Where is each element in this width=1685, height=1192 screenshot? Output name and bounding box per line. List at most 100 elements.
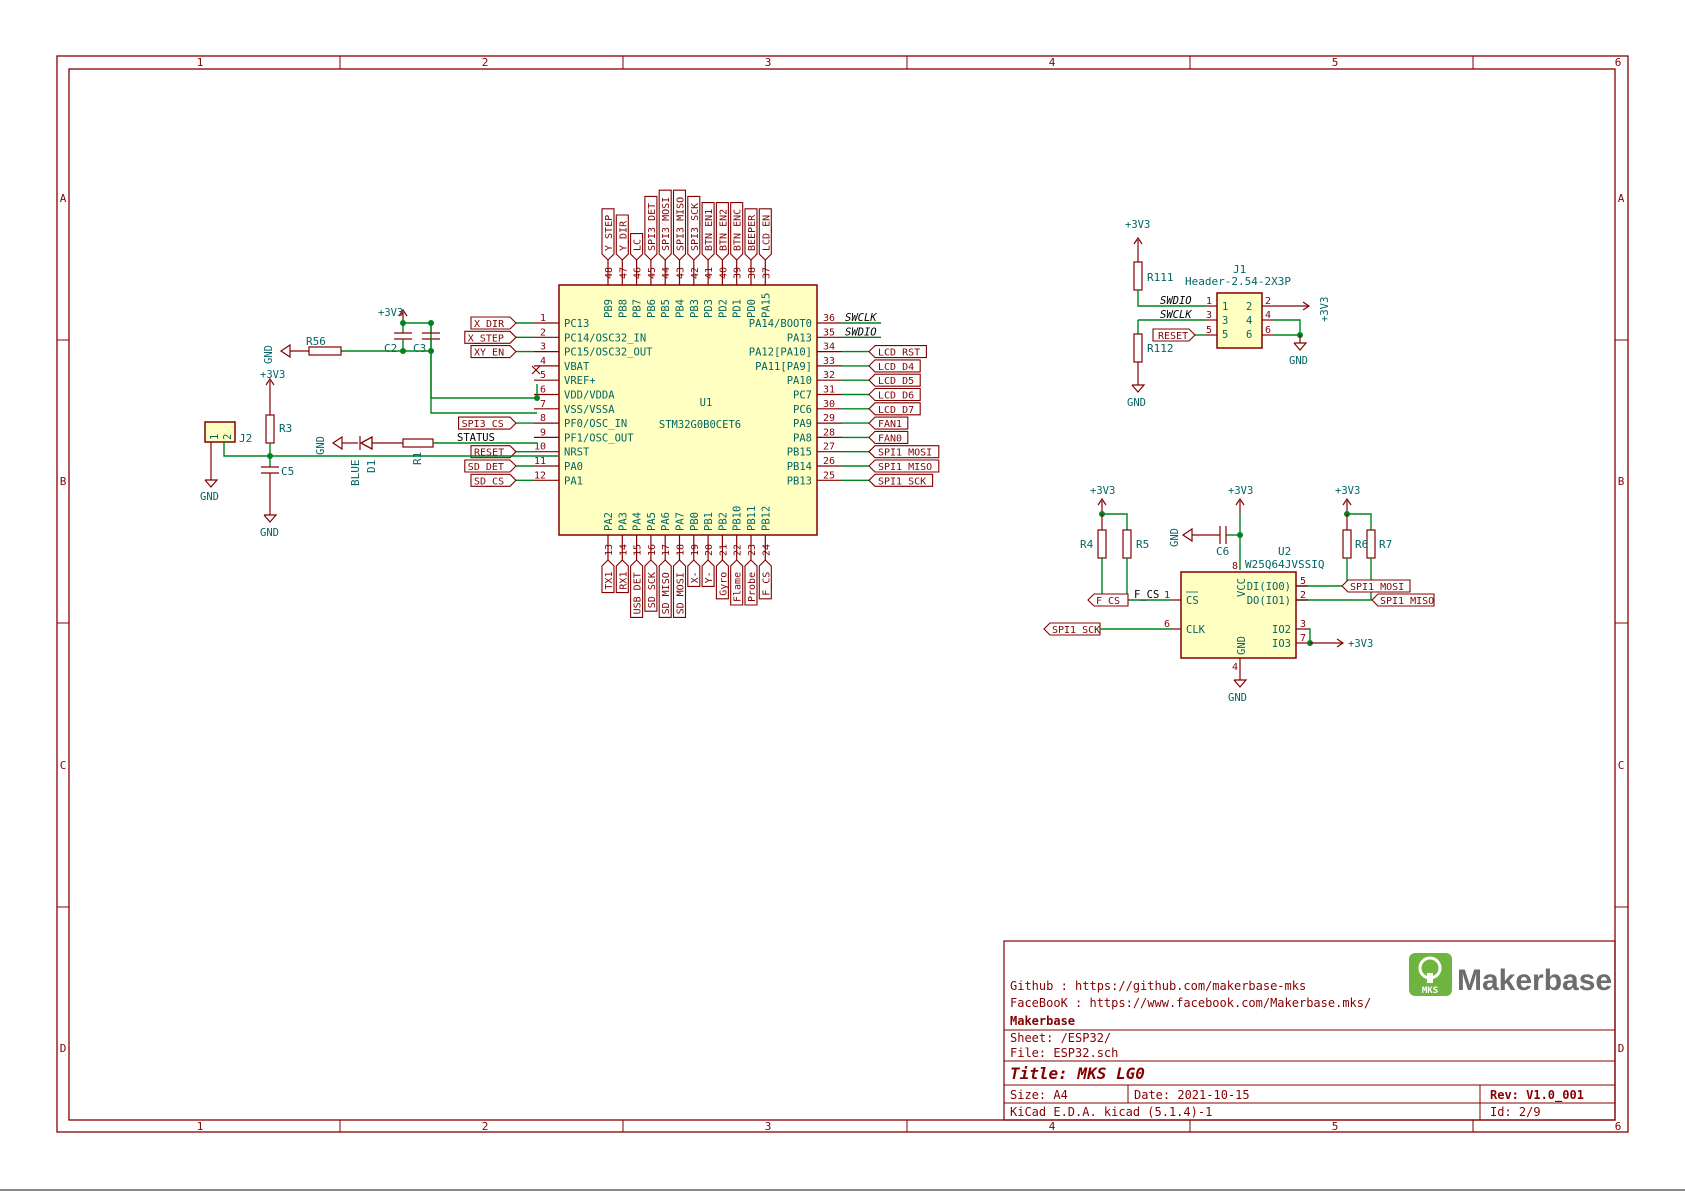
flash-pin-cs: CS: [1186, 595, 1199, 607]
power-3v3-label: +3V3: [260, 369, 285, 381]
mcu-net-label: [470, 316, 517, 330]
mcu-net-text: SPI3_MOSI: [661, 197, 672, 251]
mcu-pin-num: 24: [761, 544, 772, 556]
mcu-net-label: [615, 559, 629, 594]
header-net: RESET: [1158, 331, 1188, 342]
mcu-net-label: [868, 359, 921, 373]
tb-github: Github : https://github.com/makerbase-mk…: [1010, 979, 1306, 993]
mcu-pin-name: PC6: [793, 404, 812, 416]
mcu-pin-name: PA0: [564, 461, 583, 473]
mcu-net-label: [868, 387, 921, 402]
mcu-pin-num: 19: [690, 544, 701, 556]
mcu-pin-num: 5: [540, 370, 546, 381]
mcu-pin-name: PD0: [746, 299, 758, 318]
header-body: [1216, 292, 1263, 349]
mcu-pin-num: 39: [733, 267, 744, 279]
mcu-pin-name: PA1: [564, 475, 583, 487]
mcu-pin-num: 12: [534, 470, 546, 481]
mcu-pin-num: 41: [704, 267, 715, 279]
header-pin-num: 2: [1265, 296, 1271, 307]
mcu-value: STM32G0B0CET6: [659, 419, 741, 431]
mcu-net-label: [601, 559, 615, 594]
mcu-pin-num: 2: [540, 327, 546, 338]
mcu-net-text: SPI1_MISO: [878, 462, 932, 473]
mcu-net-label: [701, 202, 715, 261]
power-3v3-label: +3V3: [1335, 485, 1360, 497]
mcu-pin-name: PB13: [787, 475, 812, 487]
no-connect-mark: [531, 365, 541, 375]
mcu-pin-num: 17: [661, 544, 672, 556]
mcu-net-label: [868, 345, 927, 359]
mcu-net-text: Y_STEP: [604, 215, 615, 251]
mcu-net-text: SD_MISO: [661, 572, 672, 614]
mcu-pin-num: 29: [823, 413, 835, 424]
mcu-net-label: [715, 202, 729, 261]
mcu-pin-name: PF1/OSC_OUT: [564, 432, 634, 444]
flash-pin-vcc: VCC: [1236, 578, 1248, 597]
row-label-left: D: [60, 1042, 67, 1055]
mcu-pin-num: 20: [704, 544, 715, 556]
mcu-net-text: FAN0: [878, 433, 902, 444]
mcu-pin-num: 22: [733, 544, 744, 556]
mcu-pin-name: VDD/VDDA: [564, 390, 615, 402]
mcu-net-label: [672, 189, 687, 261]
mcu-net-text: LCD_EN: [761, 215, 772, 251]
mcu-pin-num: 15: [633, 544, 644, 556]
mcu-pin-name: PB2: [717, 512, 729, 531]
flash-pin-num: 6: [1164, 619, 1170, 630]
mcu-net-label: [868, 416, 909, 430]
flash-pin-num: 8: [1232, 561, 1238, 572]
mcu-pin-num: 23: [747, 544, 758, 556]
mcu-pin-name: PB9: [603, 299, 615, 318]
mcu-pin-name: PA5: [646, 512, 658, 531]
ref-d1: D1: [365, 460, 378, 473]
flash-pin-io3: IO3: [1272, 638, 1291, 650]
flash-net-cs: F_CS: [1096, 596, 1120, 607]
mcu-net-text: LCD_D6: [878, 391, 914, 402]
mcu-pin-name: PB0: [689, 512, 701, 531]
mcu-pin-num: 13: [604, 544, 615, 556]
title-block: Github : https://github.com/makerbase-mk…: [1003, 940, 1616, 1121]
header-pin-name: 6: [1246, 329, 1252, 341]
flash-pin-num: 7: [1300, 633, 1306, 644]
mcu-pin-num: 30: [823, 399, 835, 410]
mcu-pin-name: NRST: [564, 447, 590, 459]
mcu-pin-num: 44: [661, 267, 672, 279]
mcu-net-label: [758, 208, 772, 261]
mcu-pin-num: 7: [540, 399, 546, 410]
ref-r111: R111: [1147, 271, 1174, 284]
ref-r4: R4: [1080, 538, 1094, 551]
global-label: [1087, 593, 1129, 607]
mcu-net-text: X-: [690, 571, 701, 583]
row-label-left: C: [60, 759, 67, 772]
mcu-net-text: SPI1_SCK: [878, 476, 926, 487]
mcu-pin-num: 25: [823, 470, 835, 481]
mcu-net-label: [701, 559, 715, 587]
mcu-net-text: SPI3_MISO: [676, 197, 687, 251]
j2-pin-2: 2: [222, 434, 234, 440]
ref-j2: J2: [239, 432, 252, 445]
mcu-net-label: [868, 402, 921, 416]
row-label-left: B: [60, 475, 67, 488]
makerbase-logo: MKS Makerbase: [1409, 953, 1612, 997]
mcu-pin-num: 10: [534, 442, 546, 453]
header-pin-name: 3: [1222, 315, 1228, 327]
mcu-net-text: LCD_D7: [878, 405, 914, 416]
mcu-pin-name: PA11[PA9]: [755, 361, 812, 373]
header-pin-num: 5: [1206, 325, 1212, 336]
ref-r3: R3: [279, 422, 292, 435]
logo-badge: MKS: [1422, 986, 1438, 996]
power-3v3-label: +3V3: [1228, 485, 1253, 497]
gnd-label: GND: [200, 491, 219, 503]
mcu-net-text: BTN_EN2: [718, 209, 729, 251]
decoupling-circuit: +3V3 C2 C3 R56 GND: [263, 307, 540, 414]
mcu-pin-name: PA13: [787, 332, 812, 344]
mcu-pin-name: PA7: [675, 512, 687, 531]
row-label-right: B: [1618, 475, 1625, 488]
mcu-pin-num: 42: [690, 267, 701, 279]
mcu-pin-num: 31: [823, 385, 835, 396]
mcu-pin-num: 32: [823, 370, 835, 381]
power-3v3-label: +3V3: [1319, 297, 1331, 322]
row-label-right: C: [1618, 759, 1625, 772]
